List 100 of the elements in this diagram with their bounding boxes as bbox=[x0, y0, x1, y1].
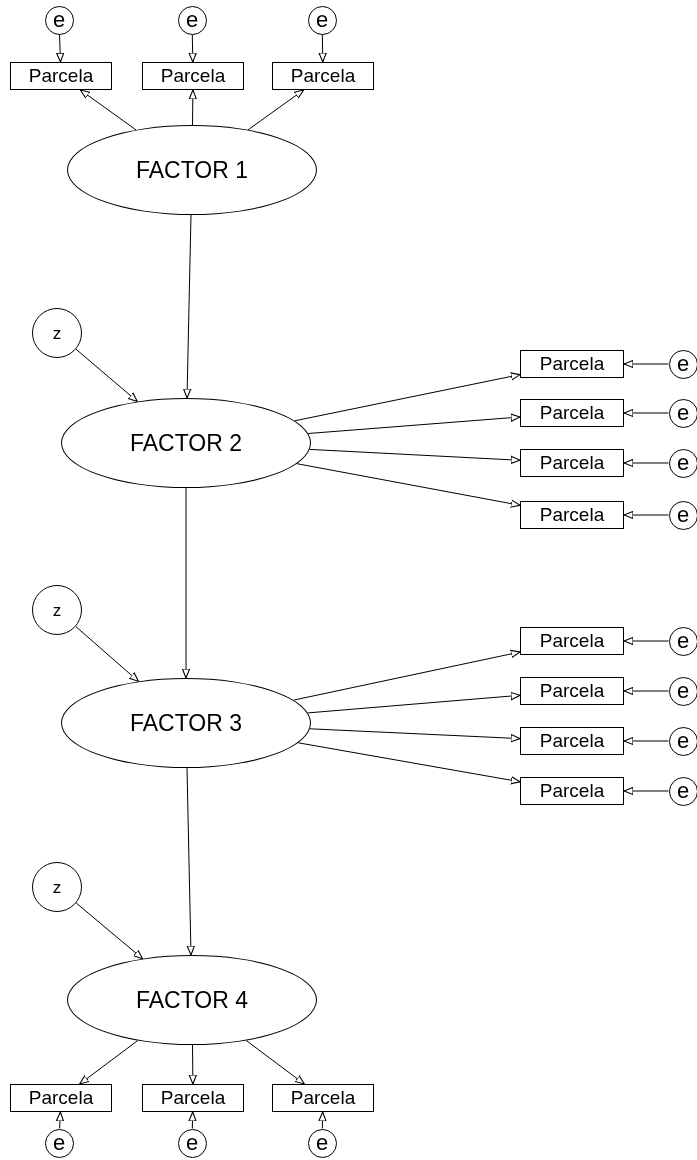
node-label: Parcela bbox=[539, 780, 605, 802]
disturbance-circle bbox=[32, 862, 82, 912]
arrow bbox=[75, 348, 138, 403]
error-circle bbox=[668, 349, 697, 379]
arrow bbox=[55, 1111, 65, 1129]
error-circle bbox=[668, 500, 697, 530]
indicator-box bbox=[272, 1084, 374, 1112]
node-label: e bbox=[676, 630, 690, 652]
node-label: FACTOR 2 bbox=[129, 429, 242, 457]
indicator-box bbox=[520, 727, 624, 755]
indicator-box bbox=[142, 1084, 244, 1112]
arrow bbox=[181, 487, 191, 679]
error-circle bbox=[668, 776, 697, 806]
node-label: e bbox=[185, 1132, 199, 1154]
node-label: e bbox=[676, 730, 690, 752]
node-label: e bbox=[676, 402, 690, 424]
disturbance-circle bbox=[32, 308, 82, 358]
arrow bbox=[188, 1111, 197, 1129]
node-label: e bbox=[676, 452, 690, 474]
arrow bbox=[623, 359, 669, 369]
arrow bbox=[318, 1111, 327, 1129]
node-label: Parcela bbox=[539, 630, 605, 652]
arrow bbox=[623, 686, 669, 696]
arrow bbox=[623, 736, 669, 746]
arrow bbox=[318, 34, 327, 63]
arrow bbox=[296, 463, 521, 508]
arrow bbox=[623, 458, 669, 468]
node-label: FACTOR 3 bbox=[129, 709, 242, 737]
error-circle bbox=[668, 726, 697, 756]
node-label: Parcela bbox=[539, 730, 605, 752]
arrow bbox=[188, 1044, 197, 1085]
arrow bbox=[247, 89, 305, 131]
node-label: Parcela bbox=[28, 65, 94, 87]
error-circle bbox=[307, 1128, 337, 1158]
arrow bbox=[75, 902, 144, 960]
node-label: e bbox=[315, 1132, 329, 1154]
node-label: Parcela bbox=[290, 1087, 356, 1109]
node-label: Parcela bbox=[28, 1087, 94, 1109]
arrow bbox=[309, 448, 521, 464]
arrow bbox=[623, 636, 669, 646]
node-label: e bbox=[52, 9, 66, 31]
arrow bbox=[79, 89, 137, 131]
node-label: Parcela bbox=[539, 353, 605, 375]
arrow bbox=[186, 767, 195, 956]
node-label: e bbox=[676, 780, 690, 802]
node-label: Parcela bbox=[539, 504, 605, 526]
arrow bbox=[293, 649, 521, 701]
indicator-box bbox=[272, 62, 374, 90]
arrow bbox=[623, 510, 669, 520]
indicator-box bbox=[520, 627, 624, 655]
indicator-box bbox=[520, 399, 624, 427]
indicator-box bbox=[10, 1084, 112, 1112]
indicator-box bbox=[520, 777, 624, 805]
error-circle bbox=[307, 5, 337, 35]
error-circle bbox=[177, 5, 207, 35]
node-label: e bbox=[315, 9, 329, 31]
node-label: z bbox=[52, 324, 62, 342]
indicator-box bbox=[520, 350, 624, 378]
arrow bbox=[309, 728, 521, 743]
indicator-box bbox=[520, 449, 624, 477]
error-circle bbox=[177, 1128, 207, 1158]
node-label: z bbox=[52, 878, 62, 896]
node-label: Parcela bbox=[290, 65, 356, 87]
indicator-box bbox=[520, 677, 624, 705]
node-label: e bbox=[676, 353, 690, 375]
arrow bbox=[245, 1040, 305, 1085]
arrow bbox=[183, 214, 192, 399]
disturbance-circle bbox=[32, 585, 82, 635]
node-label: z bbox=[52, 601, 62, 619]
error-circle bbox=[668, 448, 697, 478]
node-label: e bbox=[52, 1132, 66, 1154]
arrow bbox=[297, 742, 521, 785]
arrow bbox=[623, 408, 669, 418]
error-circle bbox=[668, 626, 697, 656]
arrow bbox=[307, 413, 521, 434]
arrow bbox=[56, 34, 65, 63]
arrow bbox=[294, 372, 521, 422]
node-label: Parcela bbox=[539, 402, 605, 424]
error-circle bbox=[668, 676, 697, 706]
indicator-box bbox=[520, 501, 624, 529]
node-label: Parcela bbox=[539, 680, 605, 702]
error-circle bbox=[668, 398, 697, 428]
node-label: FACTOR 1 bbox=[135, 156, 248, 184]
node-label: Parcela bbox=[160, 1087, 226, 1109]
arrow bbox=[75, 626, 140, 682]
indicator-box bbox=[142, 62, 244, 90]
arrow bbox=[307, 691, 521, 714]
node-label: e bbox=[185, 9, 199, 31]
indicator-box bbox=[10, 62, 112, 90]
node-label: Parcela bbox=[539, 452, 605, 474]
arrow bbox=[188, 34, 197, 63]
node-label: e bbox=[676, 504, 690, 526]
arrow bbox=[188, 89, 197, 126]
node-label: e bbox=[676, 680, 690, 702]
error-circle bbox=[44, 5, 74, 35]
error-circle bbox=[44, 1128, 74, 1158]
arrow bbox=[623, 786, 669, 796]
node-label: FACTOR 4 bbox=[135, 986, 248, 1014]
arrow bbox=[79, 1040, 139, 1085]
node-label: Parcela bbox=[160, 65, 226, 87]
